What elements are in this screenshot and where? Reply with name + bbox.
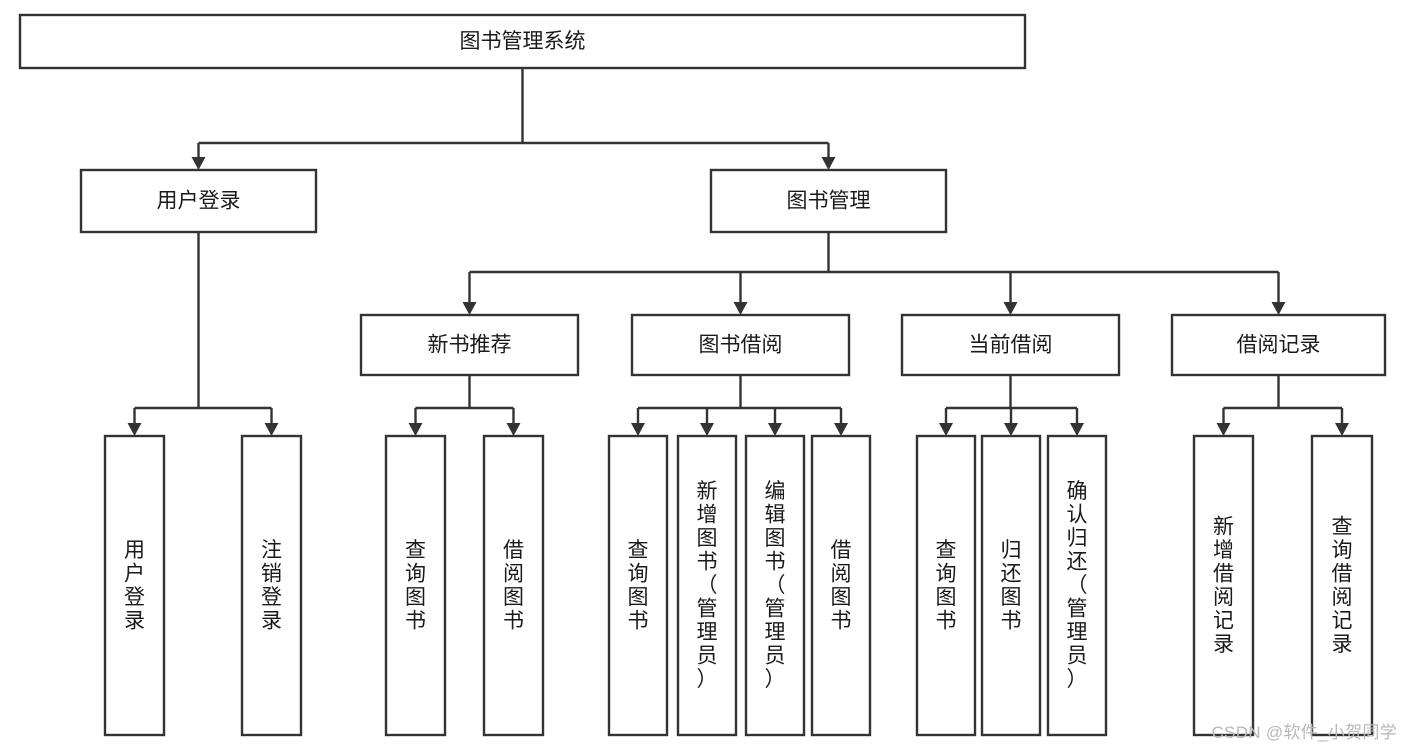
connector-group-book-borrow (631, 375, 848, 436)
node-leaf-edit-book-box[interactable] (744, 434, 806, 737)
connector-group-root (191, 68, 836, 170)
node-leaf-return-book-box[interactable] (980, 434, 1042, 737)
connector-group-borrow-record (1216, 375, 1349, 436)
node-book-manage-box[interactable] (709, 168, 948, 234)
node-leaf-borrow-book-1[interactable]: 借阅图书 (482, 434, 545, 737)
node-leaf-edit-book[interactable]: 编辑图书（管理员） (744, 434, 806, 737)
node-leaf-query-record-box[interactable] (1310, 434, 1374, 737)
connector-group-new-book-rec (408, 375, 521, 436)
node-leaf-borrow-book-2-box[interactable] (810, 434, 872, 737)
node-root-title[interactable]: 图书管理系统 (18, 13, 1027, 70)
node-new-book-rec[interactable]: 新书推荐 (359, 313, 580, 377)
node-book-borrow-label: 图书借阅 (699, 334, 783, 357)
node-leaf-user-login-box[interactable] (103, 434, 166, 737)
node-leaf-add-record-label: 新增借阅记录 (1213, 515, 1234, 656)
node-leaf-borrow-book-2[interactable]: 借阅图书 (810, 434, 872, 737)
node-current-borrow-box[interactable] (900, 313, 1121, 377)
node-leaf-return-book[interactable]: 归还图书 (980, 434, 1042, 737)
connector-group-current-borrow (939, 375, 1084, 436)
node-leaf-query-book-1-box[interactable] (384, 434, 447, 737)
node-book-borrow-box[interactable] (630, 313, 851, 377)
node-leaf-query-book-2[interactable]: 查询图书 (607, 434, 669, 737)
node-leaf-query-book-3-label: 查询图书 (936, 539, 957, 633)
node-new-book-rec-label: 新书推荐 (428, 334, 512, 357)
node-borrow-record-label: 借阅记录 (1237, 334, 1321, 357)
node-book-manage-label: 图书管理 (787, 190, 871, 213)
csdn-watermark: CSDN @软件_小贺同学 (1211, 723, 1397, 742)
node-leaf-edit-book-label: 编辑图书（管理员） (765, 480, 786, 691)
node-leaf-confirm-return-box[interactable] (1046, 434, 1108, 737)
node-leaf-query-record-label: 查询借阅记录 (1332, 515, 1353, 656)
node-leaf-query-book-2-box[interactable] (607, 434, 669, 737)
node-current-borrow-label: 当前借阅 (969, 334, 1053, 357)
node-user-login[interactable]: 用户登录 (79, 168, 318, 234)
node-leaf-borrow-book-1-box[interactable] (482, 434, 545, 737)
node-leaf-query-book-3-box[interactable] (915, 434, 977, 737)
node-leaf-user-logout-box[interactable] (240, 434, 303, 737)
node-leaf-confirm-return-label: 确认归还（管理员） (1067, 480, 1088, 691)
node-book-manage[interactable]: 图书管理 (709, 168, 948, 234)
node-leaf-confirm-return[interactable]: 确认归还（管理员） (1046, 434, 1108, 737)
node-user-login-label: 用户登录 (157, 190, 241, 213)
node-leaf-add-record-box[interactable] (1192, 434, 1255, 737)
nodes-layer: 图书管理系统用户登录图书管理新书推荐图书借阅当前借阅借阅记录用户登录注销登录查询… (18, 13, 1387, 737)
connectors-layer (127, 68, 1349, 436)
node-leaf-borrow-book-2-label: 借阅图书 (831, 539, 852, 633)
node-leaf-user-logout-label: 注销登录 (261, 539, 282, 633)
node-root-title-box[interactable] (18, 13, 1027, 70)
node-root-title-label: 图书管理系统 (460, 30, 586, 53)
node-leaf-query-book-3[interactable]: 查询图书 (915, 434, 977, 737)
node-leaf-user-login-label: 用户登录 (124, 539, 145, 633)
node-book-borrow[interactable]: 图书借阅 (630, 313, 851, 377)
node-new-book-rec-box[interactable] (359, 313, 580, 377)
connector-group-book-manage (462, 232, 1286, 315)
node-leaf-add-record[interactable]: 新增借阅记录 (1192, 434, 1255, 737)
node-leaf-query-book-1-label: 查询图书 (405, 539, 426, 633)
node-leaf-query-book-2-label: 查询图书 (628, 539, 649, 633)
node-current-borrow[interactable]: 当前借阅 (900, 313, 1121, 377)
node-leaf-add-book[interactable]: 新增图书（管理员） (676, 434, 738, 737)
connector-group-user-login (127, 232, 279, 436)
node-leaf-borrow-book-1-label: 借阅图书 (503, 539, 524, 633)
node-leaf-query-book-1[interactable]: 查询图书 (384, 434, 447, 737)
node-leaf-user-logout[interactable]: 注销登录 (240, 434, 303, 737)
node-borrow-record[interactable]: 借阅记录 (1170, 313, 1387, 377)
node-leaf-add-book-box[interactable] (676, 434, 738, 737)
node-leaf-return-book-label: 归还图书 (1001, 539, 1022, 633)
node-user-login-box[interactable] (79, 168, 318, 234)
node-leaf-user-login[interactable]: 用户登录 (103, 434, 166, 737)
node-leaf-add-book-label: 新增图书（管理员） (697, 480, 718, 691)
node-borrow-record-box[interactable] (1170, 313, 1387, 377)
node-leaf-query-record[interactable]: 查询借阅记录 (1310, 434, 1374, 737)
